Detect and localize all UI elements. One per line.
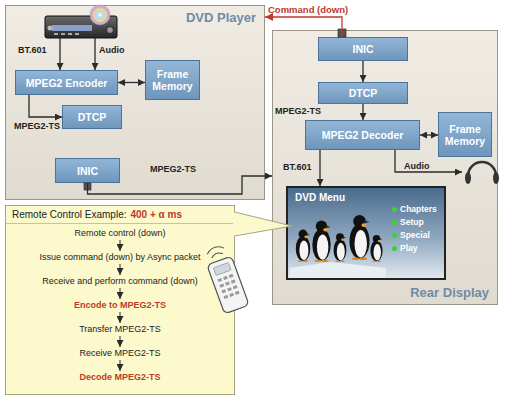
box-label: Frame Memory [146,68,199,92]
signal-label: Audio [99,45,125,55]
flow-step: Receive MPEG2-TS [10,348,230,358]
dtcp-box: DTCP [318,82,408,104]
edge-label: MPEG2-TS [14,121,60,131]
interface-box: INIC [318,37,408,61]
box-label: MPEG2 Encoder [26,77,108,89]
remote-control-illustration [235,291,240,295]
flow-step: Remote control (down) [10,228,230,238]
box-label: DTCP [78,111,107,123]
signal-label: BT.601 [18,45,47,55]
timing-value: 400 + α ms [131,209,182,220]
display-screen: DVD MenuChaptersSetupSpecialPlay [286,186,446,280]
memory-box: Frame Memory [438,112,492,157]
decoder-box: MPEG2 Decoder [305,120,420,150]
box-title: Rear Display [410,285,489,300]
memory-box: Frame Memory [145,60,200,100]
edge-label: MPEG2-TS [275,106,321,116]
menu-item: Chapters [392,204,437,214]
box-title: DVD Player [186,10,256,25]
edge-label: Command (down) [268,4,348,15]
flow-step: Receive and perform command (down) [10,276,230,286]
box-label: MPEG2 Decoder [322,129,404,141]
box-label: DTCP [349,87,378,99]
menu-title: DVD Menu [295,192,345,203]
menu-item: Play [392,243,418,253]
edge-label: BT.601 [283,162,312,172]
flow-step: Encode to MPEG2-TS [10,300,230,310]
menu-item: Special [392,230,430,240]
flow-step: Decode MPEG2-TS [10,372,230,382]
encoder-box: MPEG2 Encoder [15,70,118,95]
flow-step: Issue command (down) by Async packet [10,252,230,262]
edge-label: MPEG2-TS [150,164,196,174]
signal-label: Audio [404,161,430,171]
interface-box: INIC [55,158,120,183]
flow-step: Transfer MPEG2-TS [10,324,230,334]
box-label: INIC [77,165,98,177]
callout-header: Remote Control Example: 400 + α ms [6,206,234,224]
callout-heading: Remote Control Example: [12,209,127,220]
menu-item: Setup [392,217,424,227]
device-box: DVD PlayerMPEG2 Encoder Frame MemoryDTCP I… [5,5,265,200]
box-label: INIC [353,43,374,55]
dtcp-box: DTCP [62,105,122,129]
box-label: Frame Memory [439,123,491,147]
